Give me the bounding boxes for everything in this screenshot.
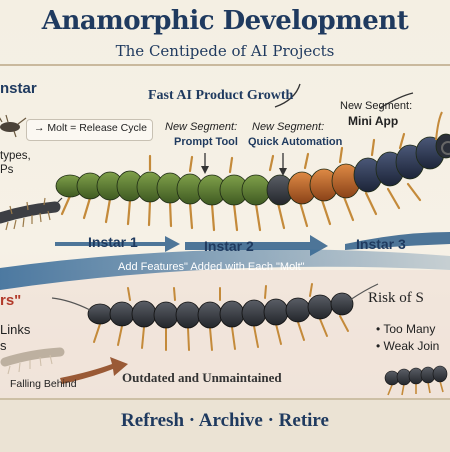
s-item: s (0, 338, 7, 353)
instar-1-label: Instar 1 (88, 234, 138, 250)
lower-heading-fragment: rs" (0, 292, 22, 309)
head-ring (441, 141, 450, 155)
left-centipede-icon (0, 197, 63, 231)
risk-heading: Risk of S (368, 290, 424, 306)
segment-2-label: New Segment: (252, 121, 325, 133)
centipede-body (55, 133, 450, 206)
instar-heading-fragment: nstar (0, 80, 37, 97)
risk-item-2: • Weak Join (376, 339, 440, 353)
growth-label: Fast AI Product Growth (148, 88, 294, 103)
segment-1-label: New Segment: (165, 121, 238, 133)
segment-3-label: New Segment: (340, 100, 413, 112)
antenna (435, 111, 443, 141)
ps-label: Ps (0, 164, 14, 176)
segment-3-value: Mini App (348, 114, 399, 128)
lower-antenna (51, 297, 91, 311)
falling-behind-label: Falling Behind (10, 378, 77, 390)
pointer-heads (201, 166, 287, 176)
cycle-label: → Molt = Release Cycle (34, 122, 147, 134)
molt-band (0, 249, 450, 290)
outdated-label: Outdated and Unmaintained (122, 370, 282, 385)
risk-item-1: • Too Many (376, 322, 436, 336)
lower-tail (349, 283, 379, 301)
instar-arrows (55, 232, 450, 256)
types-label: types, (0, 150, 31, 162)
instar-2-label: Instar 2 (204, 238, 254, 254)
cycle-label-box (26, 119, 153, 141)
instar-3-label: Instar 3 (356, 236, 406, 252)
falling-arrow-icon (60, 357, 128, 384)
faded-centipede-icon (0, 347, 65, 375)
footer-bar (0, 398, 450, 452)
lower-centipede-body (87, 292, 354, 329)
links-item: Links (0, 322, 31, 337)
small-centipede-icon (0, 114, 27, 138)
segment-pointers (204, 83, 414, 170)
segment-2-value: Quick Automation (248, 136, 343, 148)
page-subtitle: The Centipede of AI Projects (115, 42, 335, 60)
lower-centipede-legs (93, 283, 349, 351)
segment-1-value: Prompt Tool (174, 136, 238, 148)
small-dark-centipede-icon (384, 365, 448, 396)
header-divider (0, 64, 450, 66)
features-banner: Add Features" Added with Each "Molt" (118, 261, 305, 273)
page-title: Anamorphic Development (41, 6, 409, 36)
centipede-legs (60, 132, 422, 232)
footer-actions: Refresh · Archive · Retire (121, 410, 329, 431)
